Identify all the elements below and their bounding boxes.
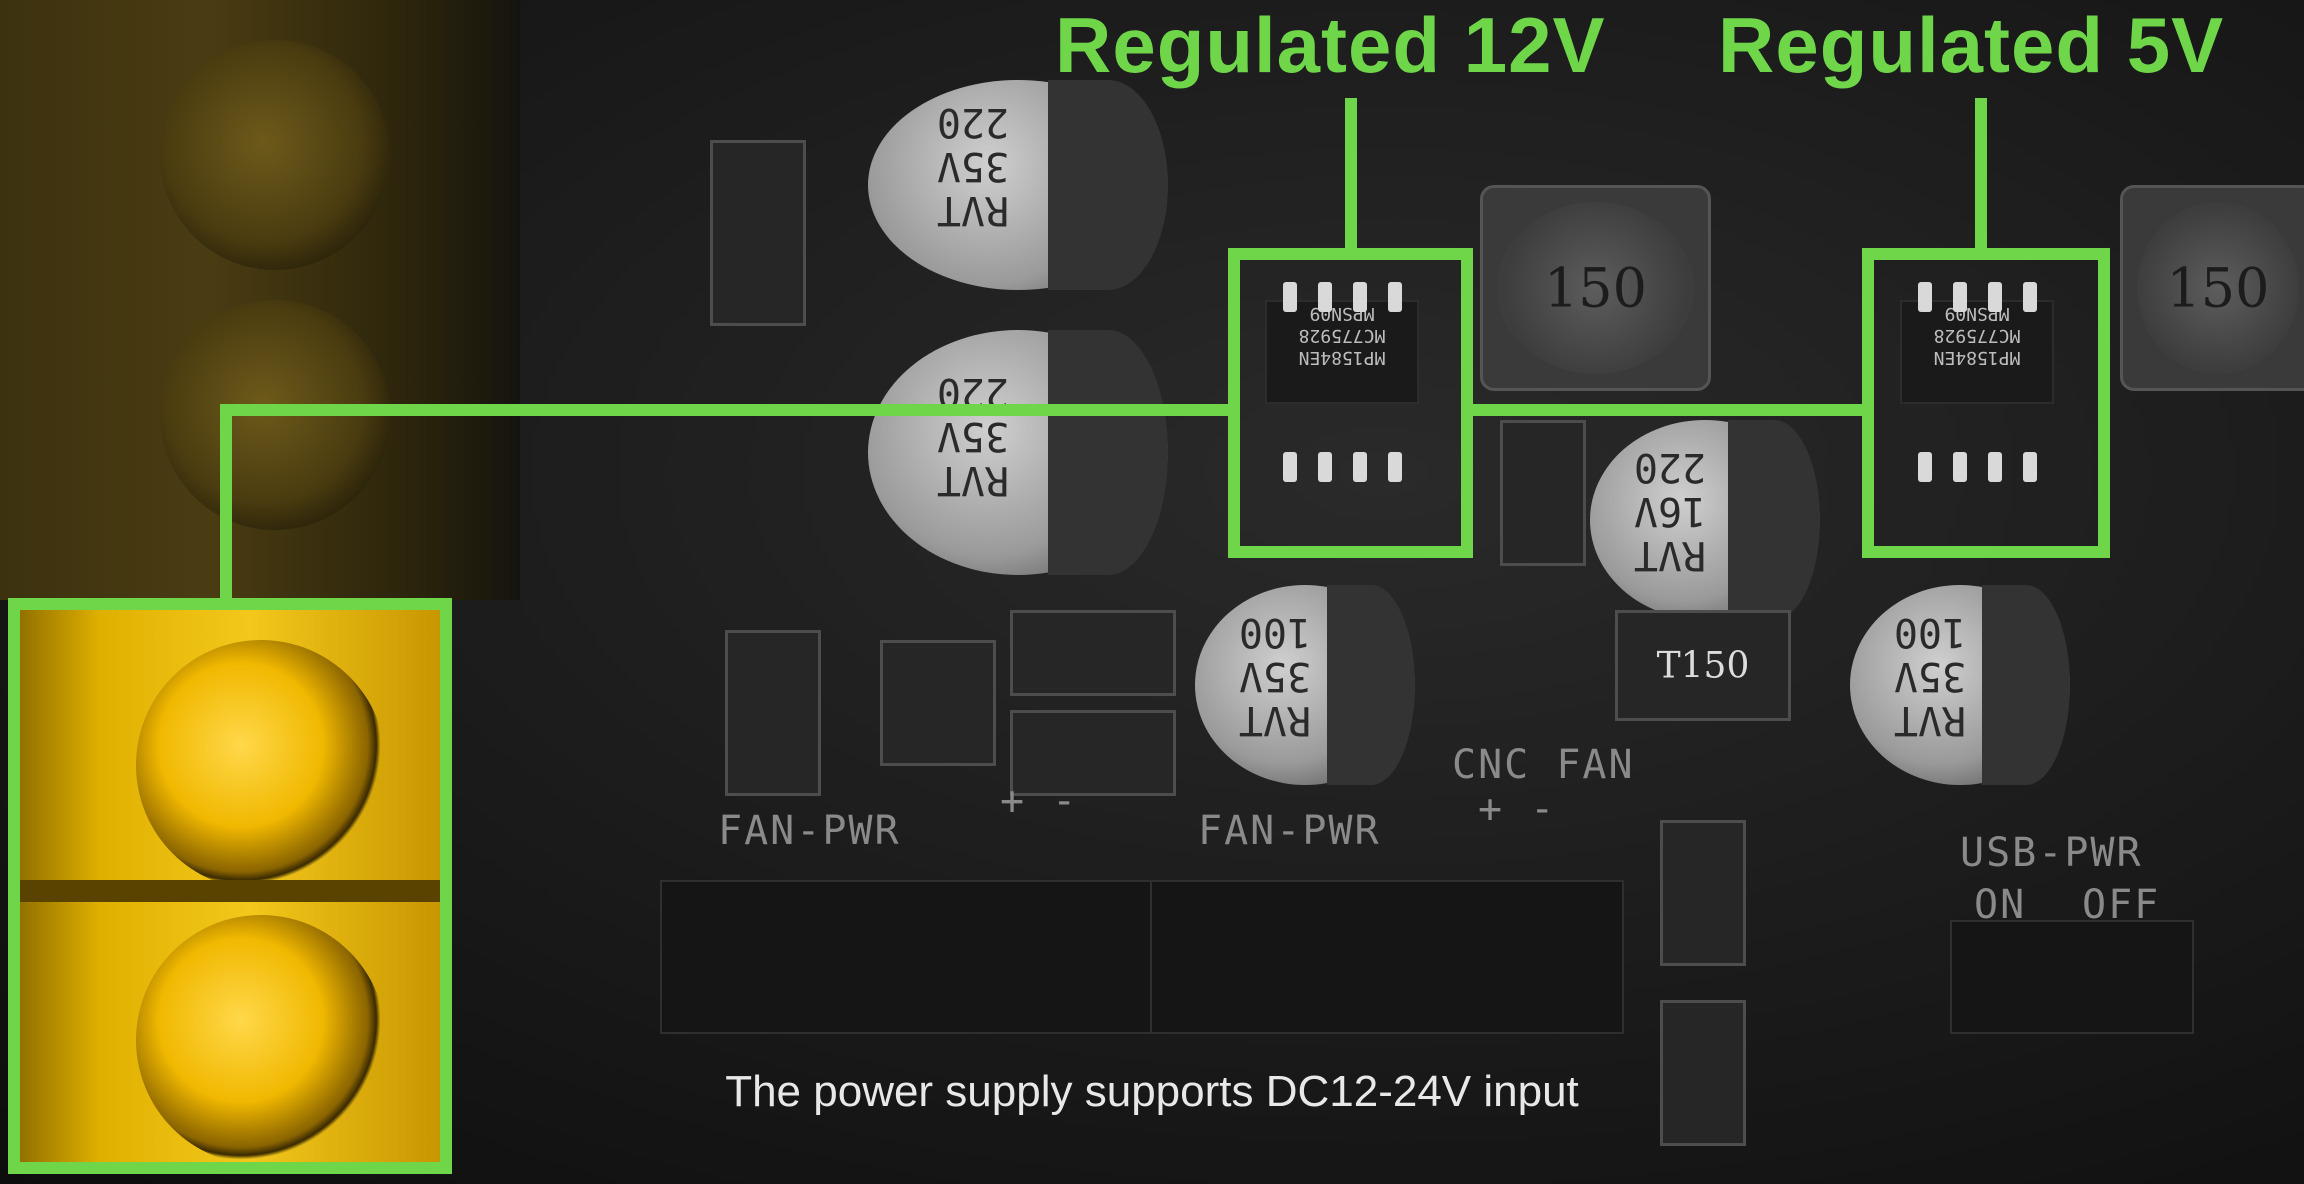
connector-line	[1975, 98, 1987, 250]
silk-usb-pwr: USB-PWR	[1960, 830, 2143, 876]
fan-header	[1150, 880, 1624, 1034]
label-regulated-12v: Regulated 12V	[1055, 1, 1606, 89]
smd-component	[725, 630, 821, 796]
label-regulated-5v: Regulated 5V	[1718, 1, 2225, 89]
silk-plus-minus: + -	[1478, 786, 1557, 832]
smd-component	[1660, 1000, 1746, 1146]
caption-text: The power supply supports DC12-24V input	[725, 1067, 1579, 1116]
terminal-block-dimmed	[0, 0, 520, 600]
silk-off: OFF	[2082, 882, 2161, 928]
inductor: 150	[2120, 185, 2304, 391]
fan-header	[660, 880, 1184, 1034]
inductor: 150	[1480, 185, 1711, 391]
smd-component	[1010, 710, 1176, 796]
silk-fan-pwr: FAN-PWR	[718, 808, 901, 854]
usb-pwr-switch	[1950, 920, 2194, 1034]
highlight-box-5v	[1862, 248, 2110, 558]
terminal-screw	[136, 915, 386, 1165]
connector-line	[1470, 404, 1870, 416]
highlight-box-12v	[1228, 248, 1473, 558]
power-input-terminal	[16, 610, 440, 1172]
smd-component	[880, 640, 996, 766]
smd-component	[1500, 420, 1586, 566]
silk-fan-pwr: FAN-PWR	[1198, 808, 1381, 854]
terminal-screw	[160, 40, 390, 270]
inductor-small: T150	[1615, 610, 1791, 721]
video-caption: The power supply supports DC12-24V input	[0, 1065, 2304, 1119]
terminal-screw	[136, 640, 386, 890]
smd-component	[1660, 820, 1746, 966]
silk-plus-minus: + -	[1000, 778, 1079, 824]
smd-component	[1010, 610, 1176, 696]
silk-cnc-fan: CNC FAN	[1452, 742, 1635, 788]
connector-line	[1345, 98, 1357, 250]
connector-line	[220, 404, 1240, 416]
silk-on: ON	[1974, 882, 2027, 928]
smd-component	[710, 140, 806, 326]
connector-line	[220, 404, 232, 604]
highlight-box-terminal	[8, 598, 452, 1174]
